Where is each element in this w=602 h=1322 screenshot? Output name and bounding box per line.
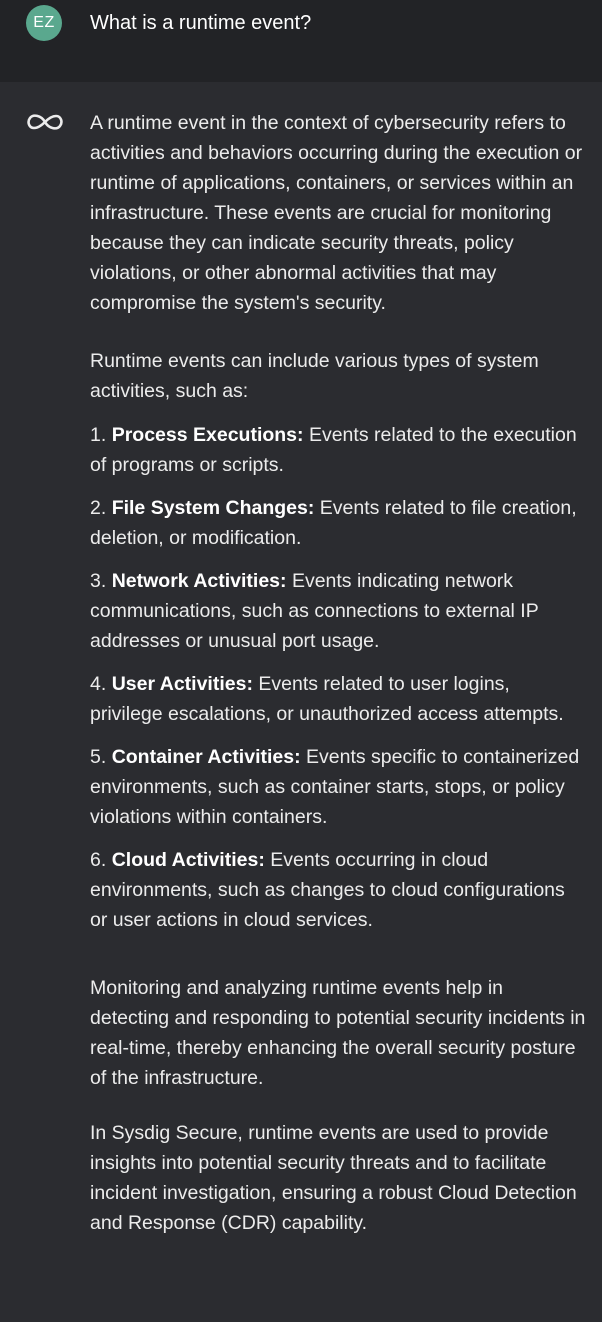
list-item-text: Events specific to containerized environ… — [90, 746, 580, 828]
list-item: 2. File System Changes: Events related t… — [90, 493, 586, 553]
list-item: 4. User Activities: Events related to us… — [90, 669, 586, 729]
list-item-text: Events related to user logins, privilege… — [90, 673, 564, 725]
list-item: 3. Network Activities: Events indicating… — [90, 566, 586, 656]
list-item-text: Events related to file creation, deletio… — [90, 497, 577, 549]
list-item-text: Events occurring in cloud environments, … — [90, 849, 565, 931]
infinity-icon — [27, 114, 63, 130]
list-item: 5. Container Activities: Events specific… — [90, 742, 586, 832]
list-item-title: File System Changes: — [111, 497, 315, 519]
list-item-number: 5. — [90, 746, 107, 768]
list-item-title: Process Executions: — [111, 424, 304, 446]
list-item-title: User Activities: — [111, 673, 253, 695]
list-item-number: 1. — [90, 424, 107, 446]
list-item-number: 6. — [90, 849, 107, 871]
list-item: 1. Process Executions: Events related to… — [90, 420, 586, 480]
list-item-title: Network Activities: — [111, 570, 287, 592]
answer-lead: Runtime events can include various types… — [90, 350, 539, 402]
list-item: 6. Cloud Activities: Events occurring in… — [90, 845, 586, 935]
assistant-answer: A runtime event in the context of cybers… — [90, 108, 586, 1238]
answer-sysdig: In Sysdig Secure, runtime events are use… — [90, 1122, 577, 1234]
assistant-message: A runtime event in the context of cybers… — [0, 82, 602, 1322]
answer-intro: A runtime event in the context of cybers… — [90, 112, 583, 314]
list-item-number: 2. — [90, 497, 107, 519]
answer-monitoring: Monitoring and analyzing runtime events … — [90, 977, 586, 1089]
list-item-title: Container Activities: — [111, 746, 301, 768]
list-item-number: 4. — [90, 673, 107, 695]
list-item-text: Events indicating network communications… — [90, 570, 539, 652]
user-message: EZ What is a runtime event? — [0, 0, 602, 82]
user-avatar: EZ — [26, 5, 62, 41]
list-item-number: 3. — [90, 570, 107, 592]
list-item-text: Events related to the execution of progr… — [90, 424, 577, 476]
list-item-title: Cloud Activities: — [111, 849, 265, 871]
user-question: What is a runtime event? — [90, 12, 312, 34]
activity-list: 1. Process Executions: Events related to… — [90, 420, 586, 935]
